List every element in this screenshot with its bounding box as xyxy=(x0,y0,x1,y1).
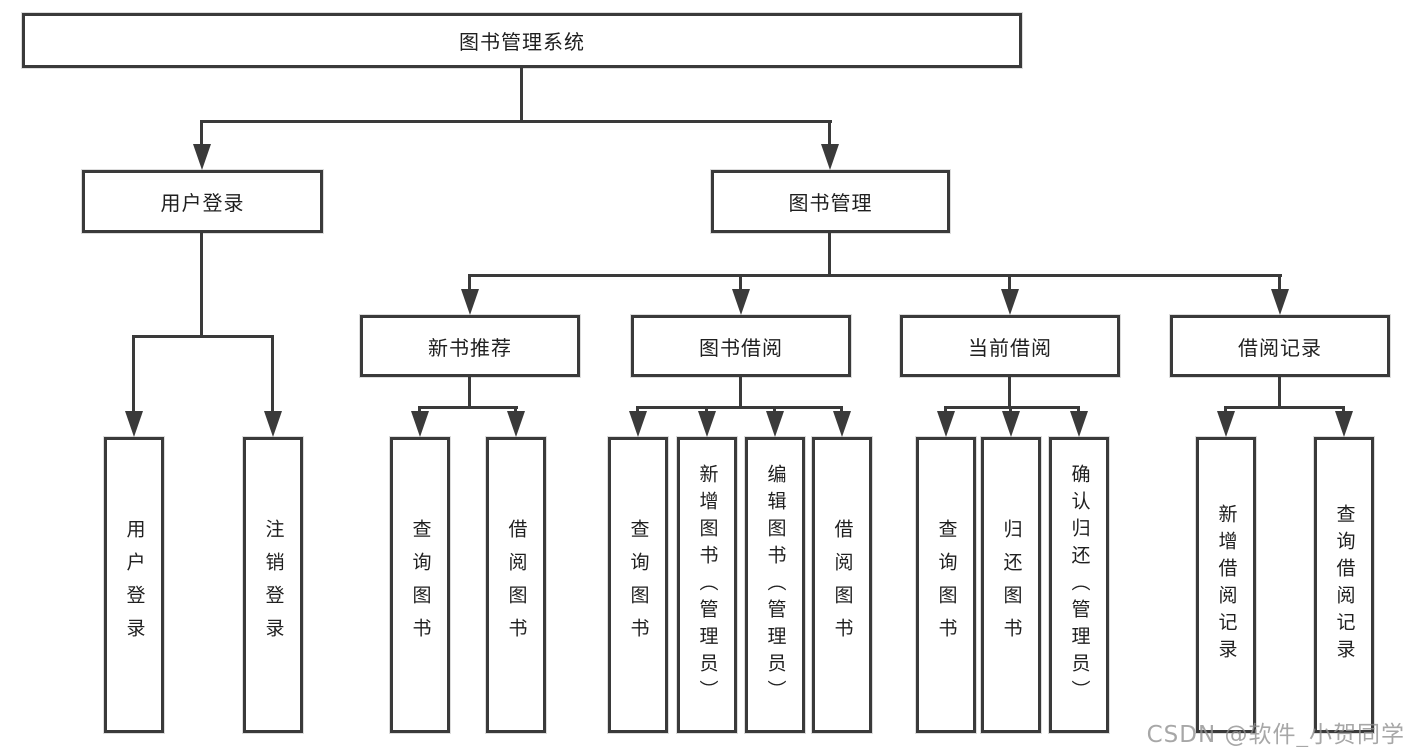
connector-line xyxy=(739,377,742,409)
leaf-borrow-books-1: 借阅图书 xyxy=(486,437,546,733)
arrow-down-icon xyxy=(1335,411,1353,437)
connector-line xyxy=(636,406,843,409)
node-book-management-label: 图书管理 xyxy=(788,191,873,215)
connector-line xyxy=(1224,406,1345,409)
connector-line xyxy=(1278,377,1281,409)
leaf-borrow-books-2-label: 借阅图书 xyxy=(831,519,854,651)
leaf-borrow-books-2: 借阅图书 xyxy=(812,437,872,733)
leaf-confirm-return-admin: 确认归还（管理员） xyxy=(1049,437,1109,733)
arrow-down-icon xyxy=(411,411,429,437)
leaf-add-borrow-record-label: 新增借阅记录 xyxy=(1215,504,1238,666)
connector-line xyxy=(1008,377,1011,409)
arrow-down-icon xyxy=(833,411,851,437)
node-user-login-label: 用户登录 xyxy=(160,191,245,215)
leaf-logout-label: 注销登录 xyxy=(262,519,285,651)
node-root: 图书管理系统 xyxy=(22,13,1022,68)
arrow-down-icon xyxy=(937,411,955,437)
connector-line xyxy=(944,406,1080,409)
arrow-down-icon xyxy=(698,411,716,437)
node-borrow-records-label: 借阅记录 xyxy=(1238,335,1322,360)
leaf-return-books: 归还图书 xyxy=(981,437,1041,733)
leaf-query-borrow-record-label: 查询借阅记录 xyxy=(1333,504,1356,666)
node-current-borrow-label: 当前借阅 xyxy=(968,335,1052,360)
connector-line xyxy=(200,233,203,338)
node-user-login: 用户登录 xyxy=(82,170,323,233)
arrow-down-icon xyxy=(1070,411,1088,437)
arrow-down-icon xyxy=(1002,411,1020,437)
leaf-confirm-return-admin-label: 确认归还（管理员） xyxy=(1068,463,1091,707)
leaf-add-borrow-record: 新增借阅记录 xyxy=(1196,437,1256,733)
arrow-down-icon xyxy=(461,289,479,315)
connector-line xyxy=(520,68,523,123)
arrow-down-icon xyxy=(1217,411,1235,437)
leaf-logout: 注销登录 xyxy=(243,437,303,733)
connector-line xyxy=(271,335,274,415)
arrow-down-icon xyxy=(193,144,211,170)
arrow-down-icon xyxy=(766,411,784,437)
connector-line xyxy=(132,335,135,415)
leaf-add-books-admin: 新增图书（管理员） xyxy=(677,437,737,733)
leaf-return-books-label: 归还图书 xyxy=(1000,519,1023,651)
leaf-query-books-3-label: 查询图书 xyxy=(935,519,958,651)
arrow-down-icon xyxy=(732,289,750,315)
leaf-query-books-2-label: 查询图书 xyxy=(627,519,650,651)
leaf-user-login: 用户登录 xyxy=(104,437,164,733)
connector-line xyxy=(418,406,518,409)
connector-line xyxy=(1278,274,1281,295)
node-book-borrow: 图书借阅 xyxy=(631,315,851,377)
connector-line xyxy=(1008,274,1011,295)
connector-line xyxy=(828,120,831,148)
node-book-management: 图书管理 xyxy=(711,170,950,233)
arrow-down-icon xyxy=(1271,289,1289,315)
leaf-user-login-label: 用户登录 xyxy=(123,519,146,651)
leaf-query-books-2: 查询图书 xyxy=(608,437,668,733)
connector-line xyxy=(200,120,832,123)
leaf-query-books-1-label: 查询图书 xyxy=(409,519,432,651)
leaf-edit-books-admin-label: 编辑图书（管理员） xyxy=(764,463,787,707)
leaf-query-books-1: 查询图书 xyxy=(390,437,450,733)
leaf-edit-books-admin: 编辑图书（管理员） xyxy=(745,437,805,733)
watermark: CSDN @软件_小贺同学 xyxy=(1146,722,1405,747)
arrow-down-icon xyxy=(125,411,143,437)
leaf-query-books-3: 查询图书 xyxy=(916,437,976,733)
leaf-borrow-books-1-label: 借阅图书 xyxy=(505,519,528,651)
connector-line xyxy=(739,274,742,295)
connector-line xyxy=(468,274,1282,277)
node-current-borrow: 当前借阅 xyxy=(900,315,1120,377)
leaf-add-books-admin-label: 新增图书（管理员） xyxy=(696,463,719,707)
arrow-down-icon xyxy=(1001,289,1019,315)
node-new-book-recommend: 新书推荐 xyxy=(360,315,580,377)
leaf-query-borrow-record: 查询借阅记录 xyxy=(1314,437,1374,733)
arrow-down-icon xyxy=(821,144,839,170)
node-new-book-recommend-label: 新书推荐 xyxy=(428,335,512,360)
connector-line xyxy=(468,377,471,409)
connector-line xyxy=(132,335,274,338)
connector-line xyxy=(468,274,471,295)
arrow-down-icon xyxy=(264,411,282,437)
connector-line xyxy=(828,233,831,277)
connector-line xyxy=(200,120,203,148)
node-borrow-records: 借阅记录 xyxy=(1170,315,1390,377)
arrow-down-icon xyxy=(507,411,525,437)
node-root-label: 图书管理系统 xyxy=(459,30,585,54)
node-book-borrow-label: 图书借阅 xyxy=(699,335,783,360)
arrow-down-icon xyxy=(629,411,647,437)
